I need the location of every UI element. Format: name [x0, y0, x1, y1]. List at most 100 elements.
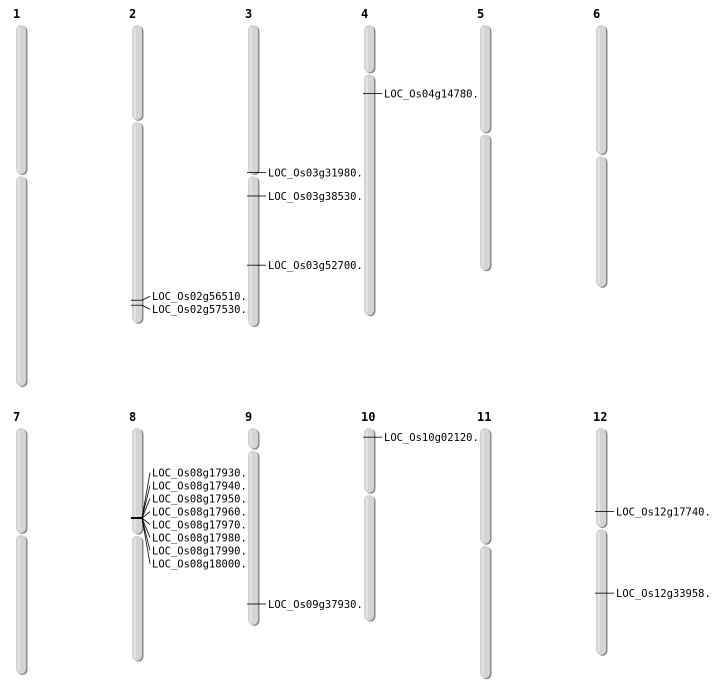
- gene-label: LOC_Os08g17950.1: [152, 494, 253, 506]
- long-arm: [364, 494, 374, 621]
- long-arm: [132, 535, 142, 661]
- gene-label: LOC_Os04g14780.1: [384, 88, 485, 100]
- chromosome-number: 11: [477, 410, 491, 424]
- gene-connector: [141, 511, 151, 519]
- gene-label: LOC_Os08g17990.1: [152, 546, 253, 558]
- gene-marker[interactable]: LOC_Os12g17740.1: [595, 506, 712, 518]
- long-arm: [480, 545, 490, 679]
- long-arm: [596, 156, 606, 287]
- chromosome-number: 4: [361, 7, 368, 21]
- chromosome-number: 7: [13, 410, 20, 424]
- gene-connector: [141, 517, 151, 525]
- gene-label: LOC_Os10g02120.1: [384, 432, 485, 444]
- gene-marker[interactable]: LOC_Os03g38530.1: [247, 191, 369, 203]
- arm-highlight: [250, 28, 252, 172]
- gene-label: LOC_Os12g33958.1: [616, 588, 712, 600]
- long-arm: [16, 534, 26, 675]
- gene-marker[interactable]: LOC_Os08g17970.1: [131, 517, 253, 532]
- short-arm: [364, 428, 374, 493]
- gene-label: LOC_Os08g17940.1: [152, 481, 253, 493]
- arm-highlight: [482, 431, 484, 541]
- chromosome-3: 3LOC_Os03g31980.1LOC_Os03g38530.1LOC_Os0…: [245, 7, 369, 328]
- gene-connector: [141, 295, 151, 301]
- short-arm: [364, 25, 374, 73]
- arm-highlight: [366, 28, 368, 70]
- arm-highlight: [366, 497, 368, 618]
- chromosome-8: 8LOC_Os08g17930.1LOC_Os08g17940.1LOC_Os0…: [129, 410, 253, 662]
- short-arm: [248, 428, 258, 449]
- arm-highlight: [134, 538, 136, 658]
- gene-label: LOC_Os12g17740.1: [616, 506, 712, 518]
- short-arm: [16, 25, 26, 175]
- arm-highlight: [250, 453, 252, 622]
- short-arm: [480, 25, 490, 133]
- chromosome-number: 3: [245, 7, 252, 21]
- gene-label: LOC_Os03g31980.1: [268, 168, 369, 180]
- chromosome-5: 5: [477, 7, 492, 272]
- gene-label: LOC_Os02g56510.1: [152, 291, 253, 303]
- arm-highlight: [366, 77, 368, 313]
- long-arm: [132, 121, 142, 323]
- arm-highlight: [18, 28, 20, 172]
- arm-highlight: [250, 431, 252, 446]
- arm-highlight: [598, 159, 600, 284]
- gene-marker[interactable]: LOC_Os08g17960.1: [131, 507, 253, 519]
- gene-label: LOC_Os03g38530.1: [268, 191, 369, 203]
- short-arm: [596, 428, 606, 528]
- gene-marker[interactable]: LOC_Os03g52700.1: [247, 260, 369, 272]
- short-arm: [132, 25, 142, 120]
- short-arm: [596, 25, 606, 155]
- gene-marker[interactable]: LOC_Os04g14780.1: [363, 88, 485, 100]
- chromosome-number: 5: [477, 7, 484, 21]
- arm-highlight: [18, 431, 20, 530]
- gene-label: LOC_Os02g57530.1: [152, 304, 253, 316]
- chromosome-number: 8: [129, 410, 136, 424]
- gene-label: LOC_Os08g17960.1: [152, 507, 253, 519]
- arm-highlight: [482, 548, 484, 676]
- gene-marker[interactable]: LOC_Os09g37930.1: [247, 599, 369, 611]
- long-arm: [16, 176, 26, 387]
- chromosome-11: 11: [477, 410, 492, 680]
- chromosome-1: 1: [13, 7, 28, 388]
- gene-marker[interactable]: LOC_Os02g57530.1: [131, 304, 253, 316]
- gene-connector: [141, 517, 151, 538]
- gene-connector: [141, 304, 151, 310]
- arm-highlight: [18, 179, 20, 384]
- gene-marker[interactable]: LOC_Os10g02120.1: [363, 432, 485, 444]
- gene-marker[interactable]: LOC_Os08g18000.1: [131, 517, 253, 571]
- chromosome-number: 1: [13, 7, 20, 21]
- chromosome-6: 6: [593, 7, 608, 288]
- chromosome-number: 2: [129, 7, 136, 21]
- short-arm: [480, 428, 490, 544]
- gene-label: LOC_Os08g17970.1: [152, 520, 253, 532]
- long-arm: [364, 74, 374, 316]
- chromosome-number: 10: [361, 410, 375, 424]
- long-arm: [480, 134, 490, 271]
- gene-label: LOC_Os08g17930.1: [152, 468, 253, 480]
- arm-highlight: [598, 431, 600, 525]
- arm-highlight: [18, 537, 20, 672]
- long-arm: [596, 529, 606, 655]
- arm-highlight: [366, 431, 368, 490]
- gene-label: LOC_Os08g18000.1: [152, 559, 253, 571]
- gene-marker[interactable]: LOC_Os12g33958.1: [595, 588, 712, 600]
- gene-label: LOC_Os09g37930.1: [268, 599, 369, 611]
- gene-marker[interactable]: LOC_Os03g31980.1: [247, 168, 369, 180]
- gene-connector: [141, 498, 151, 519]
- gene-connector: [141, 472, 151, 519]
- gene-connector: [141, 485, 151, 519]
- chromosome-number: 6: [593, 7, 600, 21]
- arm-highlight: [134, 431, 136, 531]
- gene-label: LOC_Os03g52700.1: [268, 260, 369, 272]
- short-arm: [248, 25, 258, 175]
- arm-highlight: [482, 28, 484, 130]
- arm-highlight: [598, 28, 600, 152]
- arm-highlight: [134, 124, 136, 320]
- chromosome-number: 12: [593, 410, 607, 424]
- arm-highlight: [250, 179, 252, 324]
- gene-marker[interactable]: LOC_Os02g56510.1: [131, 291, 253, 303]
